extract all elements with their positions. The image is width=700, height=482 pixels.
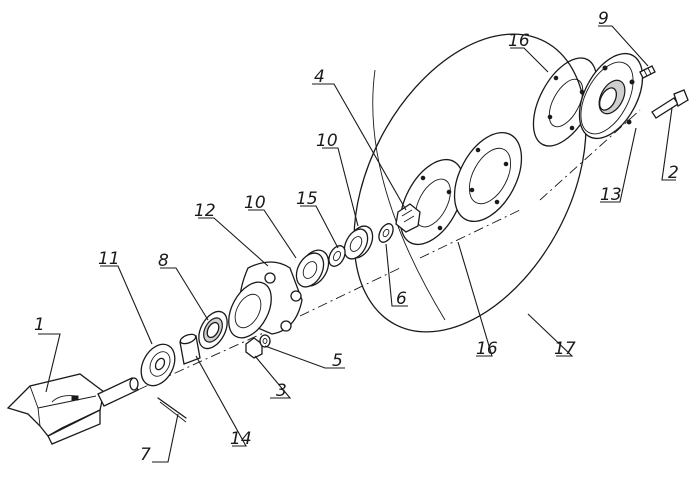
part-7-cotter-pin (157, 397, 187, 423)
callout-16-right: 16 (508, 31, 530, 51)
callout-7: 7 (140, 445, 151, 465)
part-6-washer (378, 223, 394, 243)
part-10-bearing-right (343, 225, 374, 260)
assembly-axis (119, 109, 641, 399)
callout-5: 5 (332, 351, 343, 371)
callout-4: 4 (314, 67, 325, 87)
callout-14: 14 (230, 429, 252, 449)
callout-13: 13 (600, 185, 622, 205)
callout-10-right: 10 (316, 131, 338, 151)
callout-2: 2 (668, 163, 679, 183)
leader-lines (38, 25, 676, 463)
part-4-castle-nut (395, 203, 421, 233)
callout-1: 1 (34, 315, 45, 335)
callout-labels: 1 2 3 4 5 6 7 8 9 10 10 11 12 13 14 15 1… (34, 9, 679, 465)
part-14-bushing (179, 333, 201, 365)
callout-17: 17 (554, 339, 576, 359)
part-1-bracket (6, 373, 139, 445)
part-9-grease-nipple (639, 65, 656, 79)
callout-15: 15 (296, 189, 318, 209)
part-3-nut (245, 337, 263, 359)
callout-9: 9 (598, 9, 609, 29)
part-17-disc (353, 33, 587, 333)
part-8-seal (198, 310, 228, 350)
part-5-washer (259, 334, 271, 348)
callout-16-left: 16 (476, 339, 498, 359)
part-12-hub-housing (228, 261, 303, 339)
part-10-bearing-left (295, 249, 330, 288)
part-13-hub-cap (578, 52, 644, 140)
part-11-cover (140, 343, 176, 387)
callout-8: 8 (158, 251, 169, 271)
callout-10-left: 10 (244, 193, 266, 213)
callout-6: 6 (396, 289, 407, 309)
callout-12: 12 (194, 201, 216, 221)
callout-11: 11 (98, 249, 120, 269)
part-2-bolt (651, 89, 689, 119)
part-15-spacer (328, 245, 346, 267)
disc-flange (453, 131, 523, 223)
callout-3: 3 (276, 381, 287, 401)
